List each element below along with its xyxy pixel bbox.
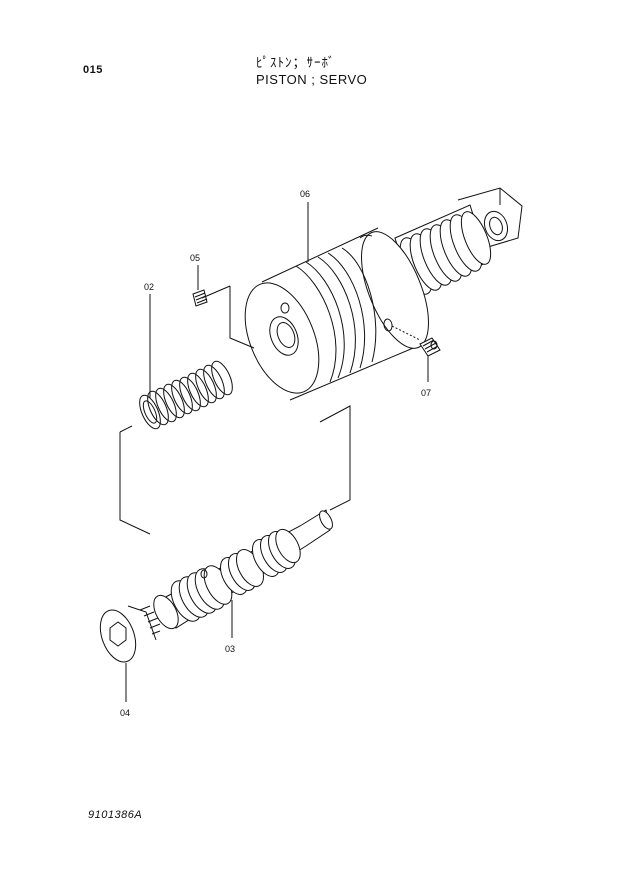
page-title: ﾋﾟｽﾄﾝ；ｻｰﾎﾞ PISTON ; SERVO (256, 54, 367, 88)
set-screw-07 (419, 337, 441, 357)
set-screw-05 (192, 285, 255, 349)
plug-04 (99, 604, 161, 663)
callout-02: 02 (144, 282, 154, 292)
spool-03 (153, 509, 333, 630)
leader-lines (125, 202, 429, 702)
callout-04: 04 (120, 708, 130, 718)
callout-05: 05 (190, 253, 200, 263)
callout-03: 03 (225, 644, 235, 654)
title-japanese: ﾋﾟｽﾄﾝ；ｻｰﾎﾞ (256, 55, 336, 70)
drawing-number: 9101386A (88, 809, 143, 821)
callout-07: 07 (421, 388, 431, 398)
page-number: 015 (83, 64, 103, 76)
spring-02 (139, 360, 233, 430)
alignment-lines (119, 405, 351, 535)
servo-piston-body (244, 187, 523, 401)
callout-06: 06 (300, 189, 310, 199)
title-english: PISTON ; SERVO (256, 72, 368, 87)
